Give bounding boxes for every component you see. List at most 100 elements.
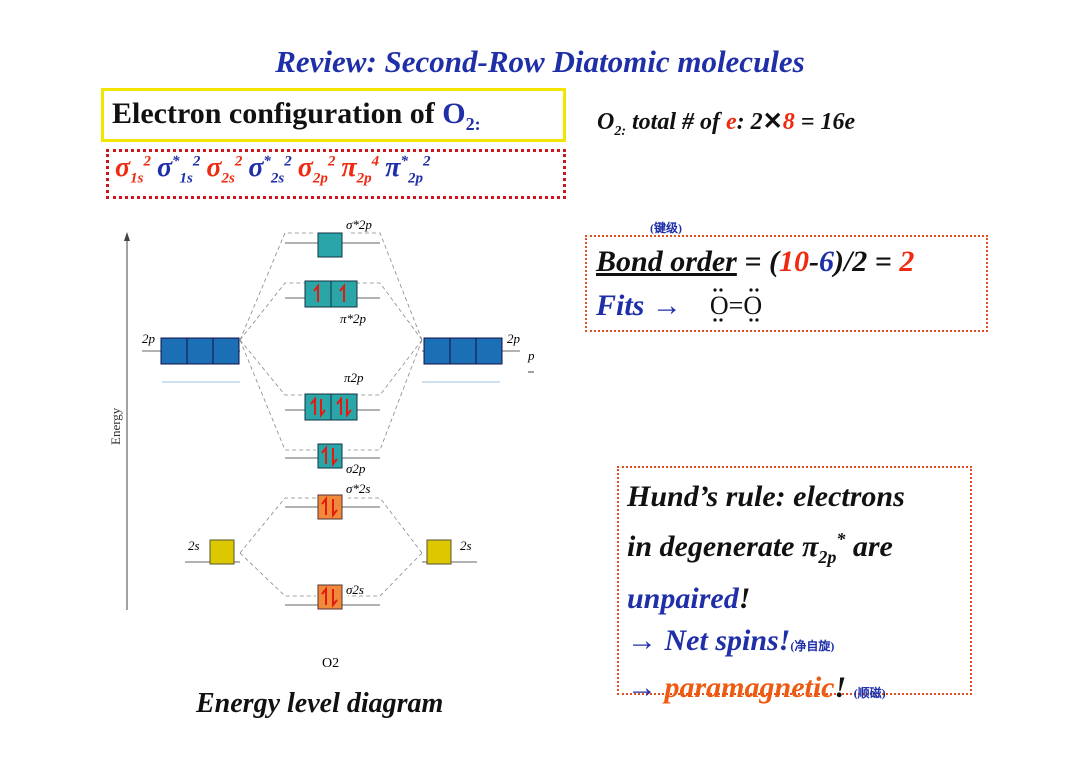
hund-pi: π bbox=[801, 530, 819, 563]
left-2p-label: 2p bbox=[142, 331, 156, 346]
orbital-term: σ1s2 bbox=[115, 152, 151, 187]
orbital-sub: 2p bbox=[407, 170, 423, 187]
total-times: ✕ bbox=[762, 109, 783, 135]
orbital-term: σ*1s2 bbox=[156, 152, 201, 187]
orbital-symbol: π bbox=[385, 152, 401, 183]
orbital-sup: 2 bbox=[192, 153, 201, 170]
pi-star-2p-label: π*2p bbox=[340, 311, 367, 326]
orbital-sub: 2s bbox=[270, 170, 285, 187]
orbital-config-box bbox=[106, 149, 566, 199]
orbital-sup: 2 bbox=[234, 153, 243, 170]
sigma-2p-label: σ2p bbox=[346, 461, 366, 476]
total-prefix: O bbox=[597, 109, 615, 135]
sigma-star-2s-label: σ*2s bbox=[346, 481, 370, 496]
bond-result: 2 bbox=[899, 245, 915, 278]
right-2p-label: 2p bbox=[507, 331, 521, 346]
hund-line-1: Hund’s rule: electrons bbox=[627, 480, 905, 513]
hund-line-2: in degenerate π2p* are bbox=[627, 518, 905, 578]
right-p-label: p bbox=[527, 348, 535, 363]
lewis-formula: O=O bbox=[710, 291, 762, 320]
page-title: Review: Second-Row Diatomic molecules bbox=[275, 44, 805, 79]
sigma-star-2p-orbital bbox=[317, 232, 343, 258]
orbital-sup: 2 bbox=[327, 153, 336, 170]
sigma-2s-orbital bbox=[317, 584, 343, 610]
bond-order-box bbox=[585, 235, 988, 332]
right-2s-label: 2s bbox=[460, 538, 472, 553]
diagram-caption: Energy level diagram bbox=[196, 688, 444, 719]
pi-2p-orbitals bbox=[304, 393, 358, 421]
total-eight: 8 bbox=[782, 109, 795, 135]
hund-line3b: ! bbox=[738, 582, 751, 615]
orbital-term: π2p4 bbox=[341, 152, 380, 187]
energy-level-diagram: Energy 2p bbox=[108, 217, 535, 671]
hunds-rule-text: Hund’s rule: electrons in degenerate π2p… bbox=[627, 476, 905, 714]
hund-line-3: unpaired! bbox=[627, 578, 905, 620]
orbital-sub: 2p bbox=[312, 170, 328, 187]
orbital-symbol: σ bbox=[248, 152, 264, 183]
orbital-symbol: σ bbox=[115, 152, 131, 183]
bond-order-line: Bond order = (10-6)/2 = 2 bbox=[596, 245, 914, 279]
config-heading: Electron configuration of O2: bbox=[112, 97, 481, 135]
left-2s-orbital bbox=[209, 539, 235, 565]
orbital-sup: 4 bbox=[371, 153, 380, 170]
left-2p-orbitals bbox=[160, 337, 240, 365]
total-e: e bbox=[726, 109, 737, 135]
electron-total: O2: total # of e: 2✕8 = 16e bbox=[597, 107, 855, 140]
bond-eq2: )/2 = bbox=[833, 245, 900, 278]
energy-axis-arrow bbox=[124, 232, 130, 241]
bond-order-label: Bond order bbox=[596, 245, 737, 278]
energy-axis-label: Energy bbox=[108, 407, 123, 445]
hund-unpaired: unpaired bbox=[627, 582, 739, 615]
orbital-symbol: σ bbox=[206, 152, 222, 183]
left-2s-label: 2s bbox=[188, 538, 200, 553]
hund-pi-sub: 2p bbox=[818, 547, 837, 567]
orbital-star: * bbox=[400, 153, 408, 170]
pi-star-2p-orbitals bbox=[304, 280, 358, 308]
config-molecule: O bbox=[442, 97, 466, 130]
hund-net-spins-note: (净自旋) bbox=[790, 639, 835, 653]
bond-six: 6 bbox=[818, 245, 834, 278]
sigma-star-2p-label: σ*2p bbox=[346, 217, 372, 232]
hund-paramagnetic: paramagnetic bbox=[664, 671, 835, 704]
hund-net-spins: → Net spins! bbox=[627, 624, 791, 657]
sigma-star-2s-orbital bbox=[317, 494, 343, 520]
hund-line2a: in degenerate bbox=[627, 530, 802, 563]
bond-order-note: (键级) bbox=[650, 221, 682, 235]
total-text3: = 16e bbox=[794, 109, 856, 135]
hund-pi-sup: * bbox=[836, 529, 846, 549]
fits-line: Fits → bbox=[596, 289, 682, 322]
orbital-sup: 2 bbox=[284, 153, 292, 170]
config-label: Electron configuration of bbox=[112, 97, 443, 130]
orbital-sub: 1s bbox=[130, 170, 144, 187]
config-molecule-sub: 2: bbox=[465, 114, 481, 134]
orbital-star: * bbox=[172, 153, 180, 170]
orbital-sub: 2s bbox=[221, 170, 235, 187]
o2-lewis-structure: O=O bbox=[710, 288, 762, 322]
hund-line-4: → Net spins!(净自旋) bbox=[627, 620, 905, 667]
hunds-rule-box bbox=[617, 466, 972, 695]
right-2p-orbitals bbox=[423, 337, 503, 365]
orbital-term: σ2p2 bbox=[297, 152, 336, 187]
total-text1: total # of bbox=[626, 109, 727, 135]
config-highlight-box bbox=[101, 88, 566, 142]
orbital-symbol: σ bbox=[297, 152, 313, 183]
orbital-term: π*2p2 bbox=[385, 152, 431, 187]
total-text2: : 2 bbox=[736, 109, 763, 135]
orbital-symbol: σ bbox=[156, 152, 173, 183]
pi-2p-label: π2p bbox=[344, 370, 364, 385]
hund-line-5: → paramagnetic! (顺磁) bbox=[627, 667, 905, 714]
orbital-star: * bbox=[263, 153, 271, 170]
sigma-2s-label: σ2s bbox=[346, 582, 364, 597]
orbital-symbol: π bbox=[341, 152, 357, 183]
total-prefix-sub: 2: bbox=[614, 123, 627, 139]
orbital-term: σ2s2 bbox=[206, 152, 243, 187]
orbital-sub: 2p bbox=[356, 170, 372, 187]
bond-dash: - bbox=[808, 245, 819, 278]
hund-line5c: ! bbox=[834, 671, 847, 704]
hund-line2b: are bbox=[845, 530, 893, 563]
hund-paramagnetic-note: (顺磁) bbox=[853, 686, 886, 700]
orbital-sup: 2 bbox=[422, 153, 431, 170]
bond-ten: 10 bbox=[778, 245, 809, 278]
sigma-2p-orbital bbox=[317, 443, 343, 469]
